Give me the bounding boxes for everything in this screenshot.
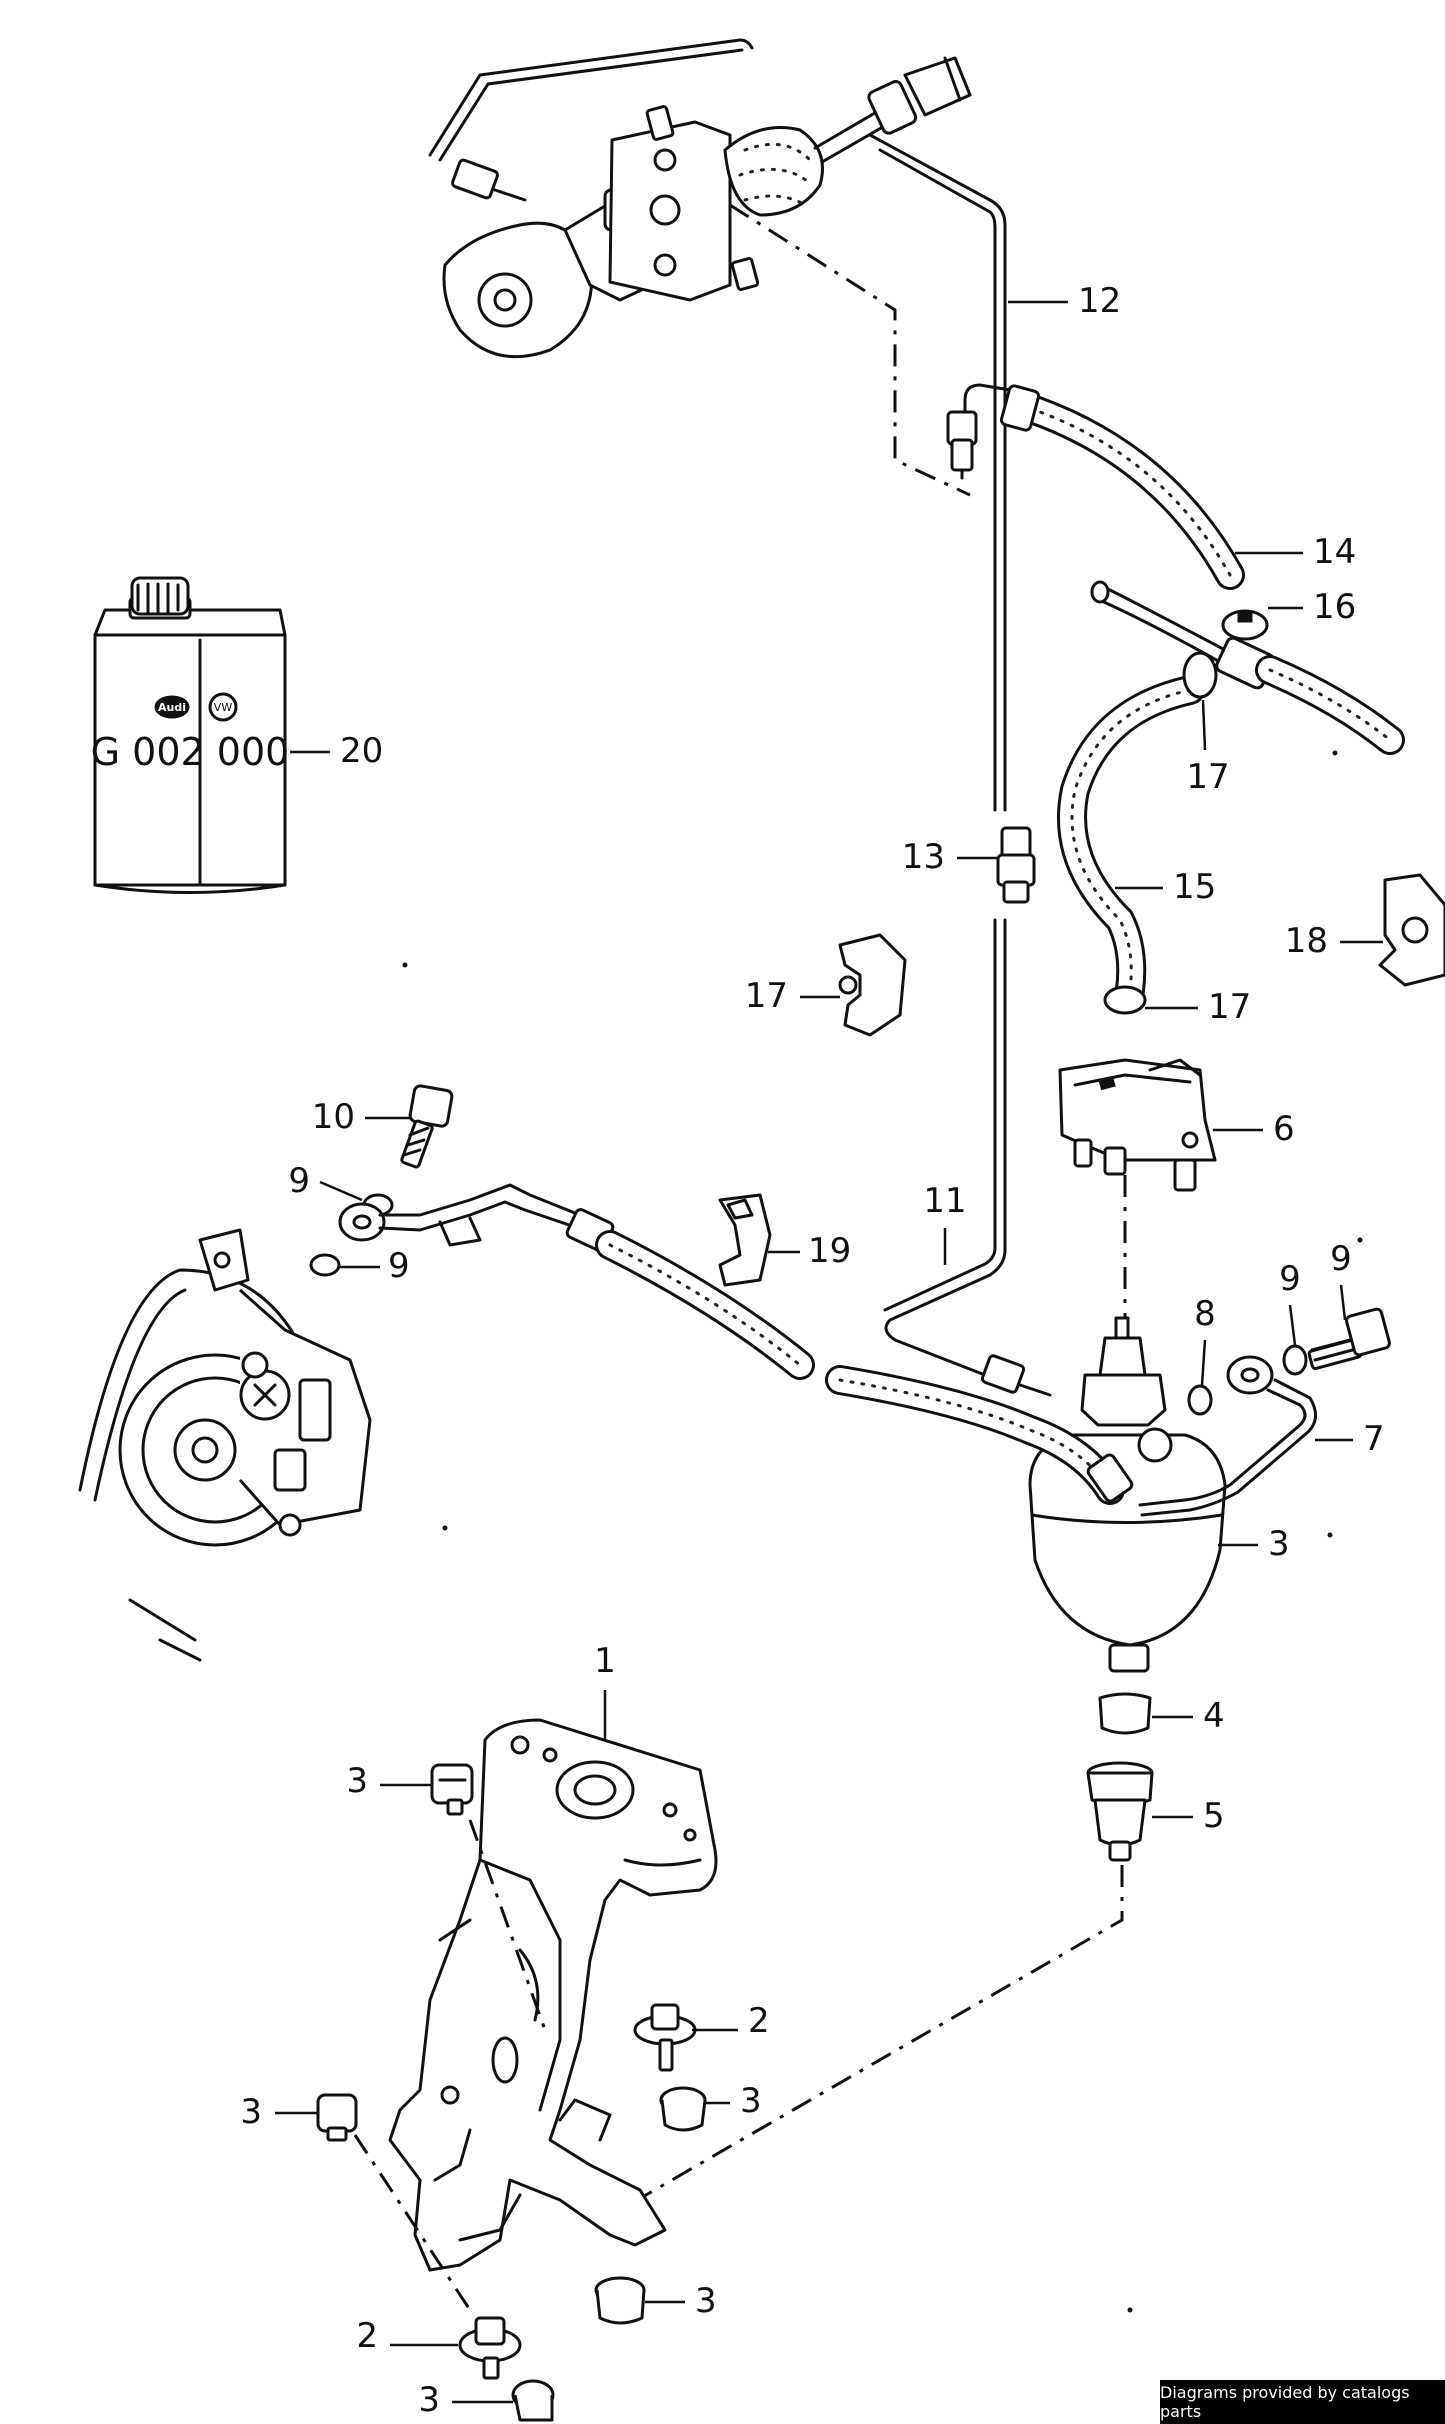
brake-line-12 — [883, 918, 1052, 1397]
callout-label-17: 17 — [1186, 757, 1229, 797]
callout-label-9: 9 — [1279, 1259, 1301, 1299]
callout-label-10: 10 — [312, 1097, 355, 1137]
callout-label-15: 15 — [1173, 867, 1216, 907]
filter-cup — [1086, 1761, 1154, 1862]
master-cylinder — [428, 38, 972, 497]
callout-label-1: 1 — [594, 1641, 616, 1681]
pressure-line-8 — [1138, 1355, 1317, 1517]
can-label: G 002 000 — [91, 730, 290, 774]
callout-label-14: 14 — [1313, 532, 1356, 572]
logo-vw-text: VW — [214, 701, 233, 714]
callout-label-16: 16 — [1313, 587, 1356, 627]
mounting-bracket — [388, 1718, 718, 2272]
banjo-fitting — [946, 383, 1012, 480]
callout-label-3: 3 — [695, 2281, 717, 2321]
nut-3-a — [659, 2086, 707, 2132]
callout-label-19: 19 — [808, 1231, 851, 1271]
callout-label-3: 3 — [418, 2380, 440, 2420]
callout-label-3: 3 — [346, 1761, 368, 1801]
logo-audi-text: Audi — [158, 701, 186, 714]
clip-19 — [1378, 873, 1445, 987]
clip-20 — [718, 1193, 772, 1287]
callout-label-12: 12 — [1078, 281, 1121, 321]
callout-label-9: 9 — [388, 1246, 410, 1286]
callout-label-9: 9 — [1330, 1239, 1352, 1279]
callout-leader-9 — [319, 1180, 363, 1202]
callout-label-3: 3 — [740, 2081, 762, 2121]
callout-leader-9 — [1339, 1284, 1347, 1321]
callout-label-2: 2 — [748, 2001, 770, 2041]
fluid-can: Audi VW G 002 000 — [91, 576, 290, 894]
callout-label-7: 7 — [1363, 1419, 1385, 1459]
bolt-11 — [400, 1084, 454, 1169]
callout-label-6: 6 — [1273, 1109, 1295, 1149]
callout-leader-17 — [1201, 699, 1207, 751]
callout-label-3: 3 — [1268, 1524, 1290, 1564]
nut-2-a — [633, 2003, 697, 2072]
callout-label-18: 18 — [1285, 921, 1328, 961]
pressure-switch — [1058, 1058, 1217, 1192]
callout-label-8: 8 — [1194, 1294, 1216, 1334]
clip-18 — [838, 933, 907, 1037]
callout-label-17: 17 — [745, 976, 788, 1016]
callout-leader-9 — [1288, 1304, 1297, 1346]
callout-label-11: 11 — [923, 1181, 966, 1221]
pump-line — [338, 1183, 815, 1380]
callout-label-2: 2 — [356, 2316, 378, 2356]
callout-leader-8 — [1200, 1339, 1207, 1386]
nut-2-b — [458, 2316, 522, 2380]
brake-line-13 — [868, 133, 1007, 812]
callout-label-4: 4 — [1203, 1696, 1225, 1736]
callout-label-20: 20 — [340, 731, 383, 771]
hydraulic-pump — [78, 1228, 372, 1662]
bolt-10 — [1307, 1307, 1391, 1370]
watermark: Diagrams provided by catalogs parts — [1160, 2380, 1445, 2424]
hose-15 — [999, 384, 1245, 590]
return-hose — [825, 1365, 1134, 1505]
nut-3-c — [511, 2379, 555, 2422]
nut-3-b — [594, 2276, 646, 2325]
hose-16 — [1057, 675, 1205, 1005]
union-fitting — [996, 826, 1036, 904]
accumulator — [1028, 1316, 1227, 1673]
bolt-3-a — [430, 1763, 474, 1816]
tee-fitting — [1090, 580, 1405, 755]
callout-label-5: 5 — [1203, 1796, 1225, 1836]
callout-label-9: 9 — [288, 1161, 310, 1201]
washers-9 — [309, 1193, 1308, 1416]
callout-label-3: 3 — [240, 2092, 262, 2132]
clamp-17 — [1103, 609, 1269, 1015]
bolt-3-b — [316, 2093, 358, 2142]
callout-label-17: 17 — [1208, 987, 1251, 1027]
callout-label-13: 13 — [902, 837, 945, 877]
filter-seal — [1098, 1692, 1152, 1735]
